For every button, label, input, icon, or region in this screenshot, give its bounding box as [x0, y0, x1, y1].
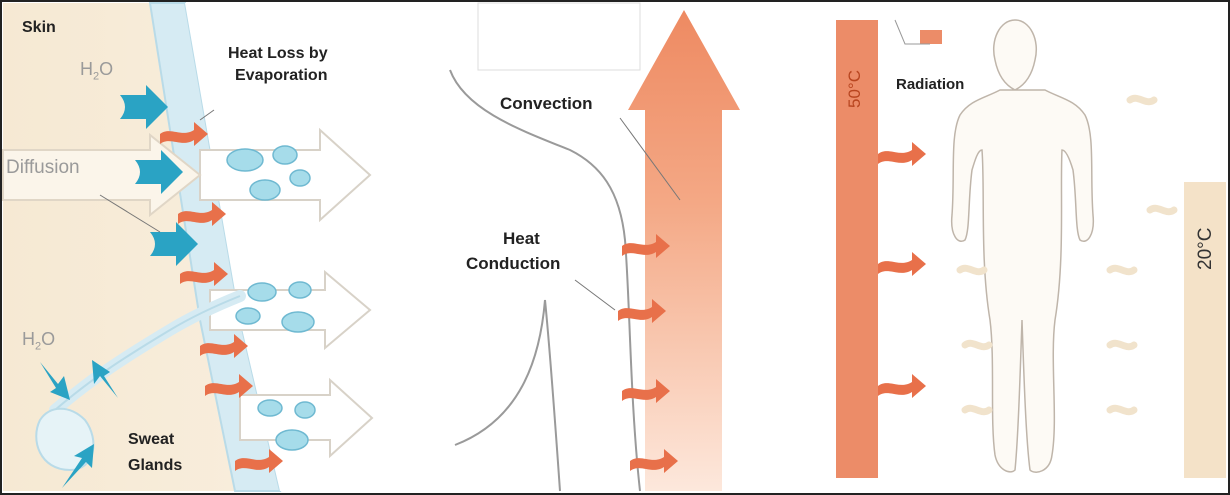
- cool-wall: [1184, 182, 1226, 478]
- evaporation-title-line2: Evaporation: [235, 66, 327, 86]
- sweat-glands-line2: Glands: [128, 456, 182, 476]
- evaporation-panel: [3, 3, 423, 491]
- h2o-top-label: H2O: [80, 58, 113, 84]
- sweat-glands-line1: Sweat: [128, 430, 174, 450]
- hot-temp-label: 50°C: [845, 70, 865, 108]
- convection-panel: [430, 3, 825, 491]
- radiation-label: Radiation: [896, 76, 964, 95]
- convection-label: Convection: [500, 93, 593, 114]
- h2o-bottom-label: H2O: [22, 328, 55, 354]
- radiation-panel: [832, 3, 1228, 491]
- conduction-line1: Heat: [503, 228, 540, 249]
- conduction-line2: Conduction: [466, 253, 560, 274]
- evaporation-title-line1: Heat Loss by: [228, 44, 328, 64]
- diffusion-label: Diffusion: [6, 156, 80, 180]
- skin-label: Skin: [22, 18, 56, 38]
- cool-temp-label: 20°C: [1195, 228, 1217, 270]
